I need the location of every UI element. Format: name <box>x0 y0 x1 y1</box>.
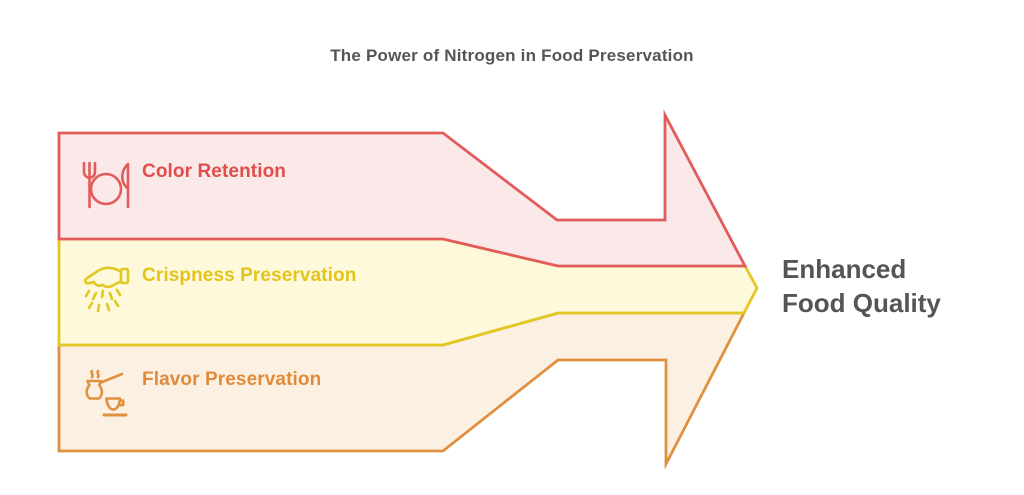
band-label-flavor-preservation: Flavor Preservation <box>80 368 321 418</box>
cutlery-icon <box>82 161 130 209</box>
band-label-text: Flavor Preservation <box>142 369 322 390</box>
band-label-text: Crispness Preservation <box>142 265 357 286</box>
sprinkle-hand-icon <box>83 266 130 313</box>
band-label-crispness-preservation: Crispness Preservation <box>80 264 356 314</box>
result-label: Enhanced Food Quality <box>782 254 941 318</box>
band-color-shape <box>57 109 748 268</box>
diagram-title: The Power of Nitrogen in Food Preservati… <box>330 46 694 65</box>
band-label-color-retention: Color Retention <box>80 160 286 210</box>
coffee-pot-icon <box>85 369 128 417</box>
band-label-text: Color Retention <box>142 161 286 182</box>
